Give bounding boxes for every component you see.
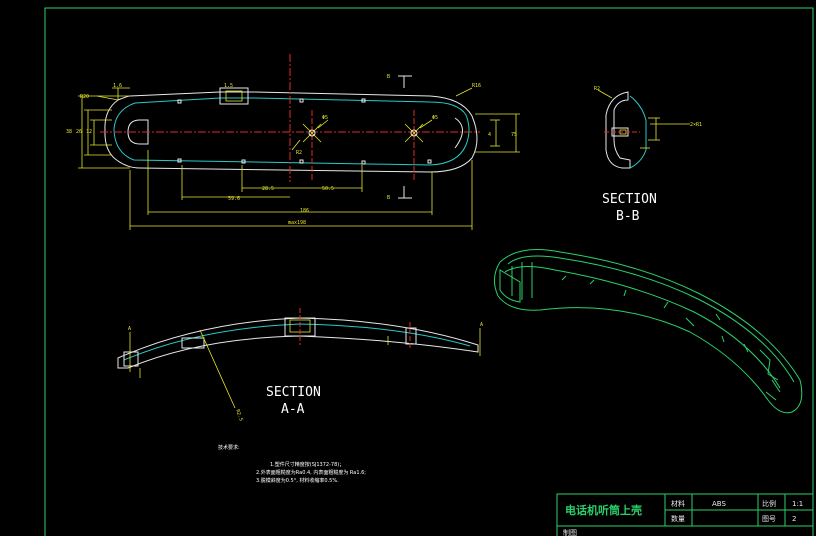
dim-186: 186 <box>300 208 309 214</box>
bb-outline <box>605 91 631 169</box>
section-mark-b-lower: B <box>387 195 390 201</box>
notes-line2: 2.外表面粗糙度为Ra0.4, 内表面粗糙度为 Ra1.6; <box>256 469 366 476</box>
iso-ribs <box>511 262 533 300</box>
iso-inner-rim <box>504 266 781 389</box>
dim-phi5-b: Φ5 <box>432 115 438 121</box>
bb-dim: 2×R1 <box>690 122 702 128</box>
iso-end-detail <box>759 349 781 401</box>
aa-dimensions <box>129 328 481 409</box>
bb-dimensions <box>597 89 690 149</box>
dim-ref-left: 1.6 <box>113 83 122 89</box>
section-aa-line2: A-A <box>281 402 305 417</box>
section-bb-view: R2 2×R1 SECTION B-B <box>594 86 702 224</box>
rib <box>299 159 304 164</box>
iso-end <box>499 269 521 303</box>
aa-rib <box>405 327 417 345</box>
notes-line3: 3.脱模斜度为0.5°, 材料收缩率0.5%. <box>256 477 339 484</box>
bb-r2: R2 <box>594 86 600 92</box>
aa-r2: R2.5 <box>234 409 244 422</box>
dim-ref-left2: 1.5 <box>224 83 233 89</box>
plan-top-slot <box>219 87 249 105</box>
rib <box>177 99 182 104</box>
rib <box>241 159 246 164</box>
dim-r2: R2 <box>296 150 302 156</box>
aa-a2: A <box>480 322 483 328</box>
aa-rib <box>181 337 205 349</box>
drawing-no-label: 图号 <box>762 515 776 523</box>
dim-28-5: 28.5 <box>262 186 274 192</box>
hole-right <box>404 123 424 143</box>
dim-12: 12 <box>86 129 92 135</box>
bb-inner <box>629 95 647 169</box>
material-label: 材料 <box>671 499 685 508</box>
rib <box>361 98 366 103</box>
section-bb-line2: B-B <box>616 209 640 224</box>
iso-outer <box>494 249 803 414</box>
isometric-view <box>494 249 803 414</box>
dim-r20: R20 <box>80 94 89 100</box>
section-mark-b: B <box>387 74 390 80</box>
notes-line1: 1.塑件尺寸精度按(SJ1372-78)； <box>270 461 344 468</box>
dim-59-6: 59.6 <box>228 196 240 202</box>
aa-a: A <box>128 326 131 332</box>
plan-top-slot-inner <box>225 90 243 102</box>
section-bb-line1: SECTION <box>602 192 657 207</box>
dim-50-5: 50.5 <box>322 186 334 192</box>
plan-right-ear <box>454 117 463 149</box>
dim-4: 4 <box>488 132 491 138</box>
dim-75: 75 <box>511 132 517 138</box>
dim-r16: R16 <box>472 83 481 89</box>
rib <box>177 158 182 163</box>
rib <box>299 98 304 103</box>
scale-value: 1:1 <box>792 500 803 508</box>
section-aa-line1: SECTION <box>266 385 321 400</box>
rib <box>427 159 432 164</box>
dim-phi5-a: Φ5 <box>322 115 328 121</box>
drawing-no-value: 2 <box>792 515 796 523</box>
plan-dimensions <box>78 87 520 230</box>
rib <box>361 160 366 165</box>
scale-label: 比例 <box>762 499 776 508</box>
aa-end <box>123 351 139 367</box>
plan-left-pocket <box>127 119 149 145</box>
dim-26: 26 <box>76 129 82 135</box>
qty-label: 数量 <box>671 514 685 523</box>
iso-slots <box>561 275 749 353</box>
aa-outer <box>117 317 479 369</box>
iso-rim <box>507 255 795 383</box>
tech-notes: 技术要求: 1.塑件尺寸精度按(SJ1372-78)； 2.外表面粗糙度为Ra0… <box>218 444 366 484</box>
section-aa-view: R2.5 A A SECTION A-A <box>117 308 483 422</box>
plan-outer-outline <box>104 91 478 173</box>
plan-view: B B <box>66 54 520 230</box>
material-value: ABS <box>712 500 726 508</box>
drawn-label: 制图 <box>563 528 577 536</box>
part-name: 电话机听筒上壳 <box>565 503 642 517</box>
drawing-frame <box>44 7 814 536</box>
dim-38: 38 <box>66 129 72 135</box>
plan-inner-outline <box>113 97 470 166</box>
hole-left <box>302 123 322 143</box>
title-block: 电话机听筒上壳 材料 ABS 比例 1:1 数量 图号 2 制图 <box>556 493 814 536</box>
dim-max: max198 <box>288 220 306 226</box>
notes-title: 技术要求: <box>218 444 240 451</box>
